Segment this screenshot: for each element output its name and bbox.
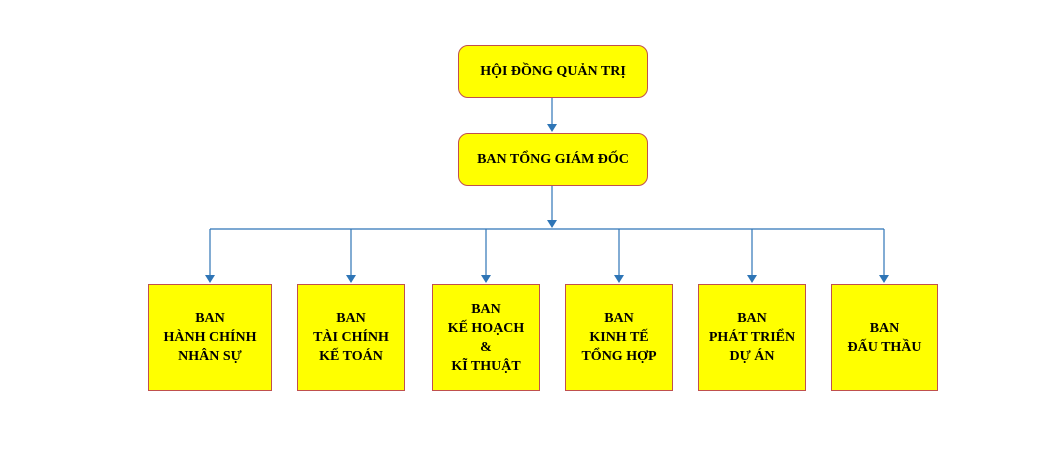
board-of-directors-label: HỘI ĐỒNG QUẢN TRỊ [480, 64, 626, 79]
department-label-line: ĐẤU THẦU [847, 339, 922, 355]
department-label-line: BAN [471, 301, 501, 317]
department-label-line: BAN [869, 320, 900, 336]
department-label-line: KẾ TOÁN [319, 349, 383, 364]
general-directorate-box: BAN TỔNG GIÁM ĐỐC [458, 133, 648, 186]
department-label-line: BAN [195, 311, 225, 326]
department-bidding-box: BAN ĐẤU THẦU [831, 284, 938, 391]
department-planning-technical-box: BAN KẾ HOẠCH & KĨ THUẬT [432, 284, 540, 391]
department-label-line: TÀI CHÍNH [313, 330, 389, 345]
department-finance-accounting-box: BAN TÀI CHÍNH KẾ TOÁN [297, 284, 405, 391]
department-general-economics-box: BAN KINH TẾ TỔNG HỢP [565, 284, 673, 391]
department-label-line: TỔNG HỢP [581, 349, 657, 364]
department-label-line: BAN [737, 311, 767, 326]
department-label-line: & [480, 339, 492, 355]
general-directorate-label: BAN TỔNG GIÁM ĐỐC [477, 152, 629, 167]
board-of-directors-box: HỘI ĐỒNG QUẢN TRỊ [458, 45, 648, 98]
department-label-line: NHÂN SỰ [178, 349, 242, 364]
department-label-line: BAN [604, 311, 634, 326]
department-hr-admin-box: BAN HÀNH CHÍNH NHÂN SỰ [148, 284, 272, 391]
department-label-line: KINH TẾ [589, 330, 649, 345]
department-label-line: PHÁT TRIỂN [708, 330, 796, 345]
department-label-line: KẾ HOẠCH [447, 320, 525, 336]
department-label-line: KĨ THUẬT [451, 358, 521, 374]
department-label-line: DỰ ÁN [729, 349, 775, 364]
department-label-line: BAN [336, 311, 366, 326]
department-project-development-box: BAN PHÁT TRIỂN DỰ ÁN [698, 284, 806, 391]
department-label-line: HÀNH CHÍNH [163, 330, 257, 345]
